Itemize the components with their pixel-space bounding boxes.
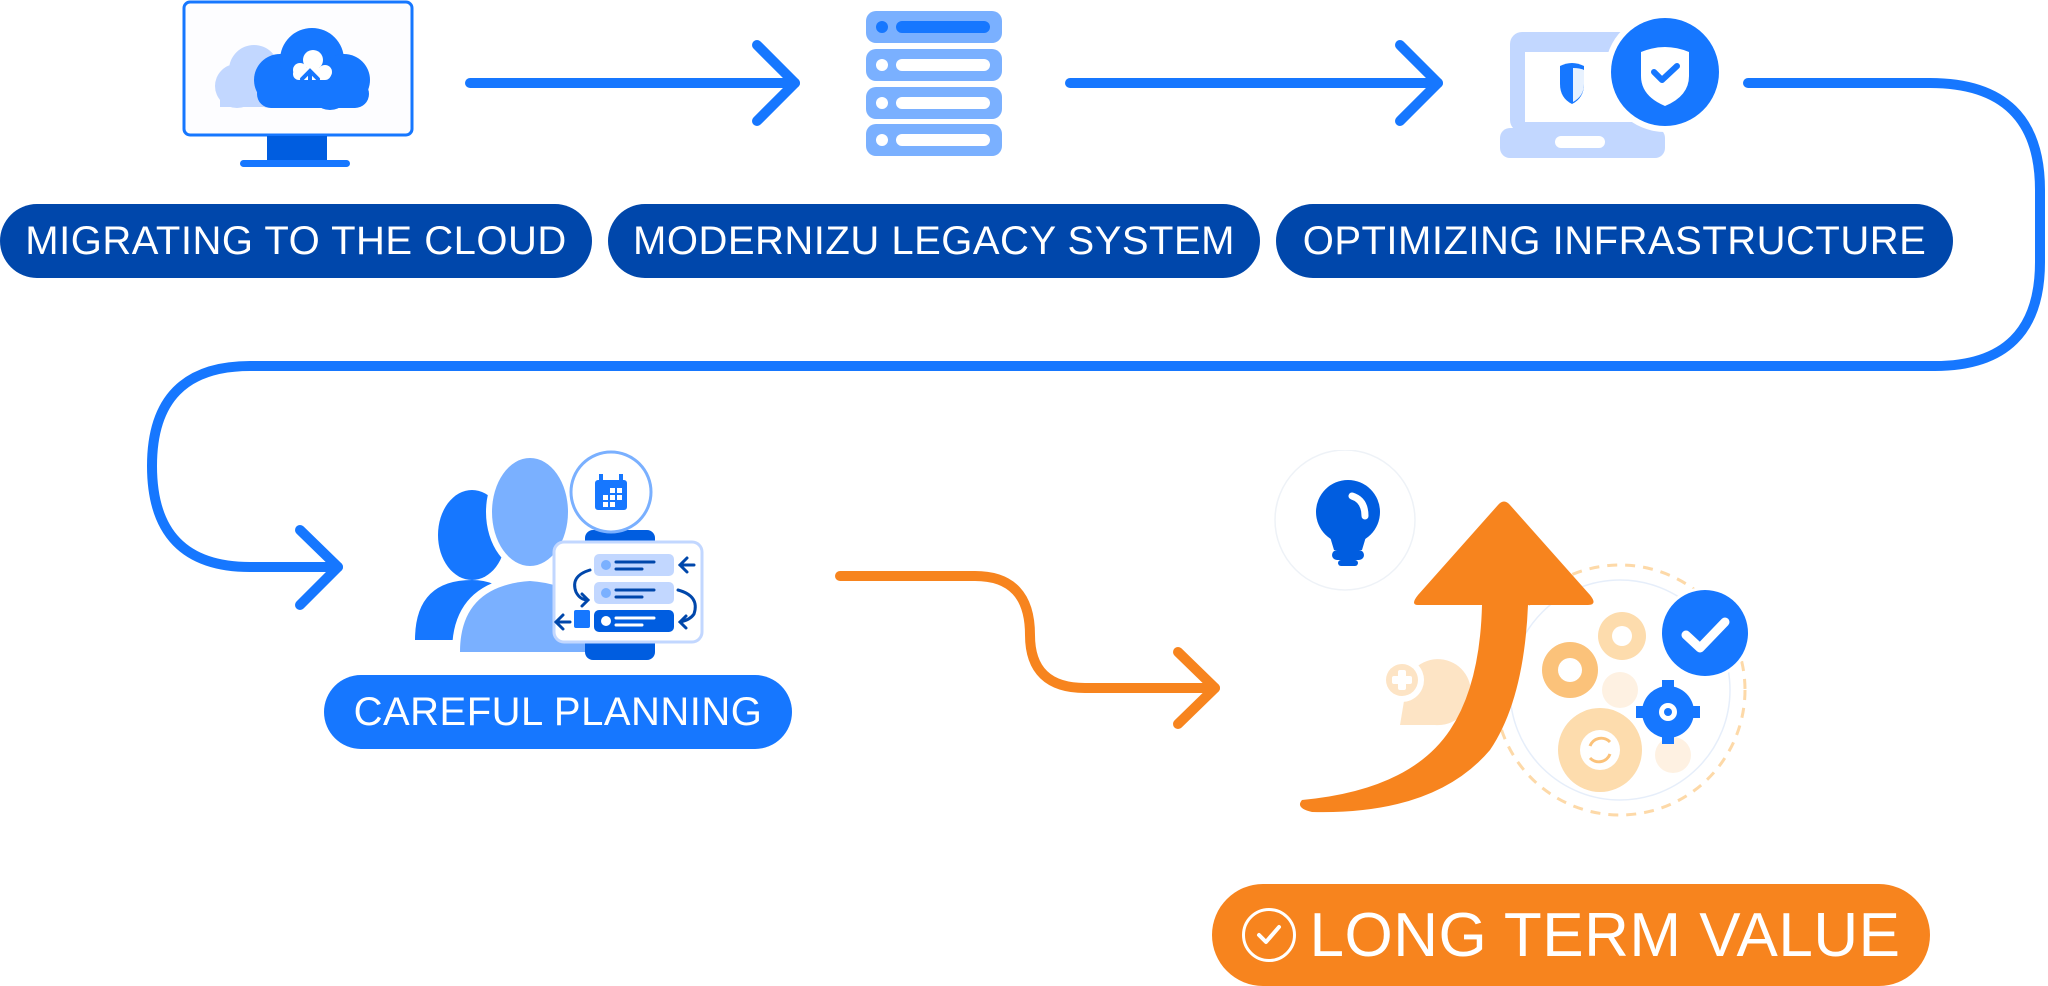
calendar-badge-icon (569, 450, 653, 534)
connector-infra-to-planning (147, 78, 2045, 572)
task-board-icon (552, 540, 704, 644)
check-circle-icon (1241, 908, 1296, 962)
lightbulb-badge-icon (1274, 450, 1416, 591)
step-label-text: LONG TERM VALUE (1309, 900, 1901, 970)
blue-gear-icon (1636, 680, 1700, 744)
loop-arrowhead (295, 525, 343, 610)
step-label-text: CAREFUL PLANNING (353, 689, 763, 734)
growth-arrow-icon (1274, 450, 1751, 817)
connector-legacy-to-infra (1065, 40, 1443, 126)
check-badge-icon (1659, 587, 1751, 679)
step-label-optimizing-infrastructure: OPTIMIZING INFRASTRUCTURE (1276, 204, 1953, 278)
laptop-shield-icon (1500, 12, 1725, 158)
step-label-long-term-value: LONG TERM VALUE (1212, 884, 1930, 986)
gears-icon (1542, 612, 1691, 792)
orange-growth-arrow (1299, 501, 1594, 813)
server-stack-icon (866, 11, 1002, 156)
step-label-migrating-to-cloud: MIGRATING TO THE CLOUD (0, 204, 592, 278)
connector-planning-to-value (835, 571, 1220, 729)
step-label-text: MODERNIZU LEGACY SYSTEM (633, 218, 1235, 263)
team-planning-icon (415, 450, 704, 660)
step-label-careful-planning: CAREFUL PLANNING (324, 675, 792, 749)
connector-cloud-to-legacy (465, 40, 800, 126)
cloud-upload-monitor-icon (182, 0, 414, 167)
step-label-modernize-legacy: MODERNIZU LEGACY SYSTEM (608, 204, 1260, 278)
step-label-text: OPTIMIZING INFRASTRUCTURE (1302, 218, 1927, 263)
step-label-text: MIGRATING TO THE CLOUD (25, 218, 567, 263)
plus-bubble-icon (1380, 658, 1471, 726)
